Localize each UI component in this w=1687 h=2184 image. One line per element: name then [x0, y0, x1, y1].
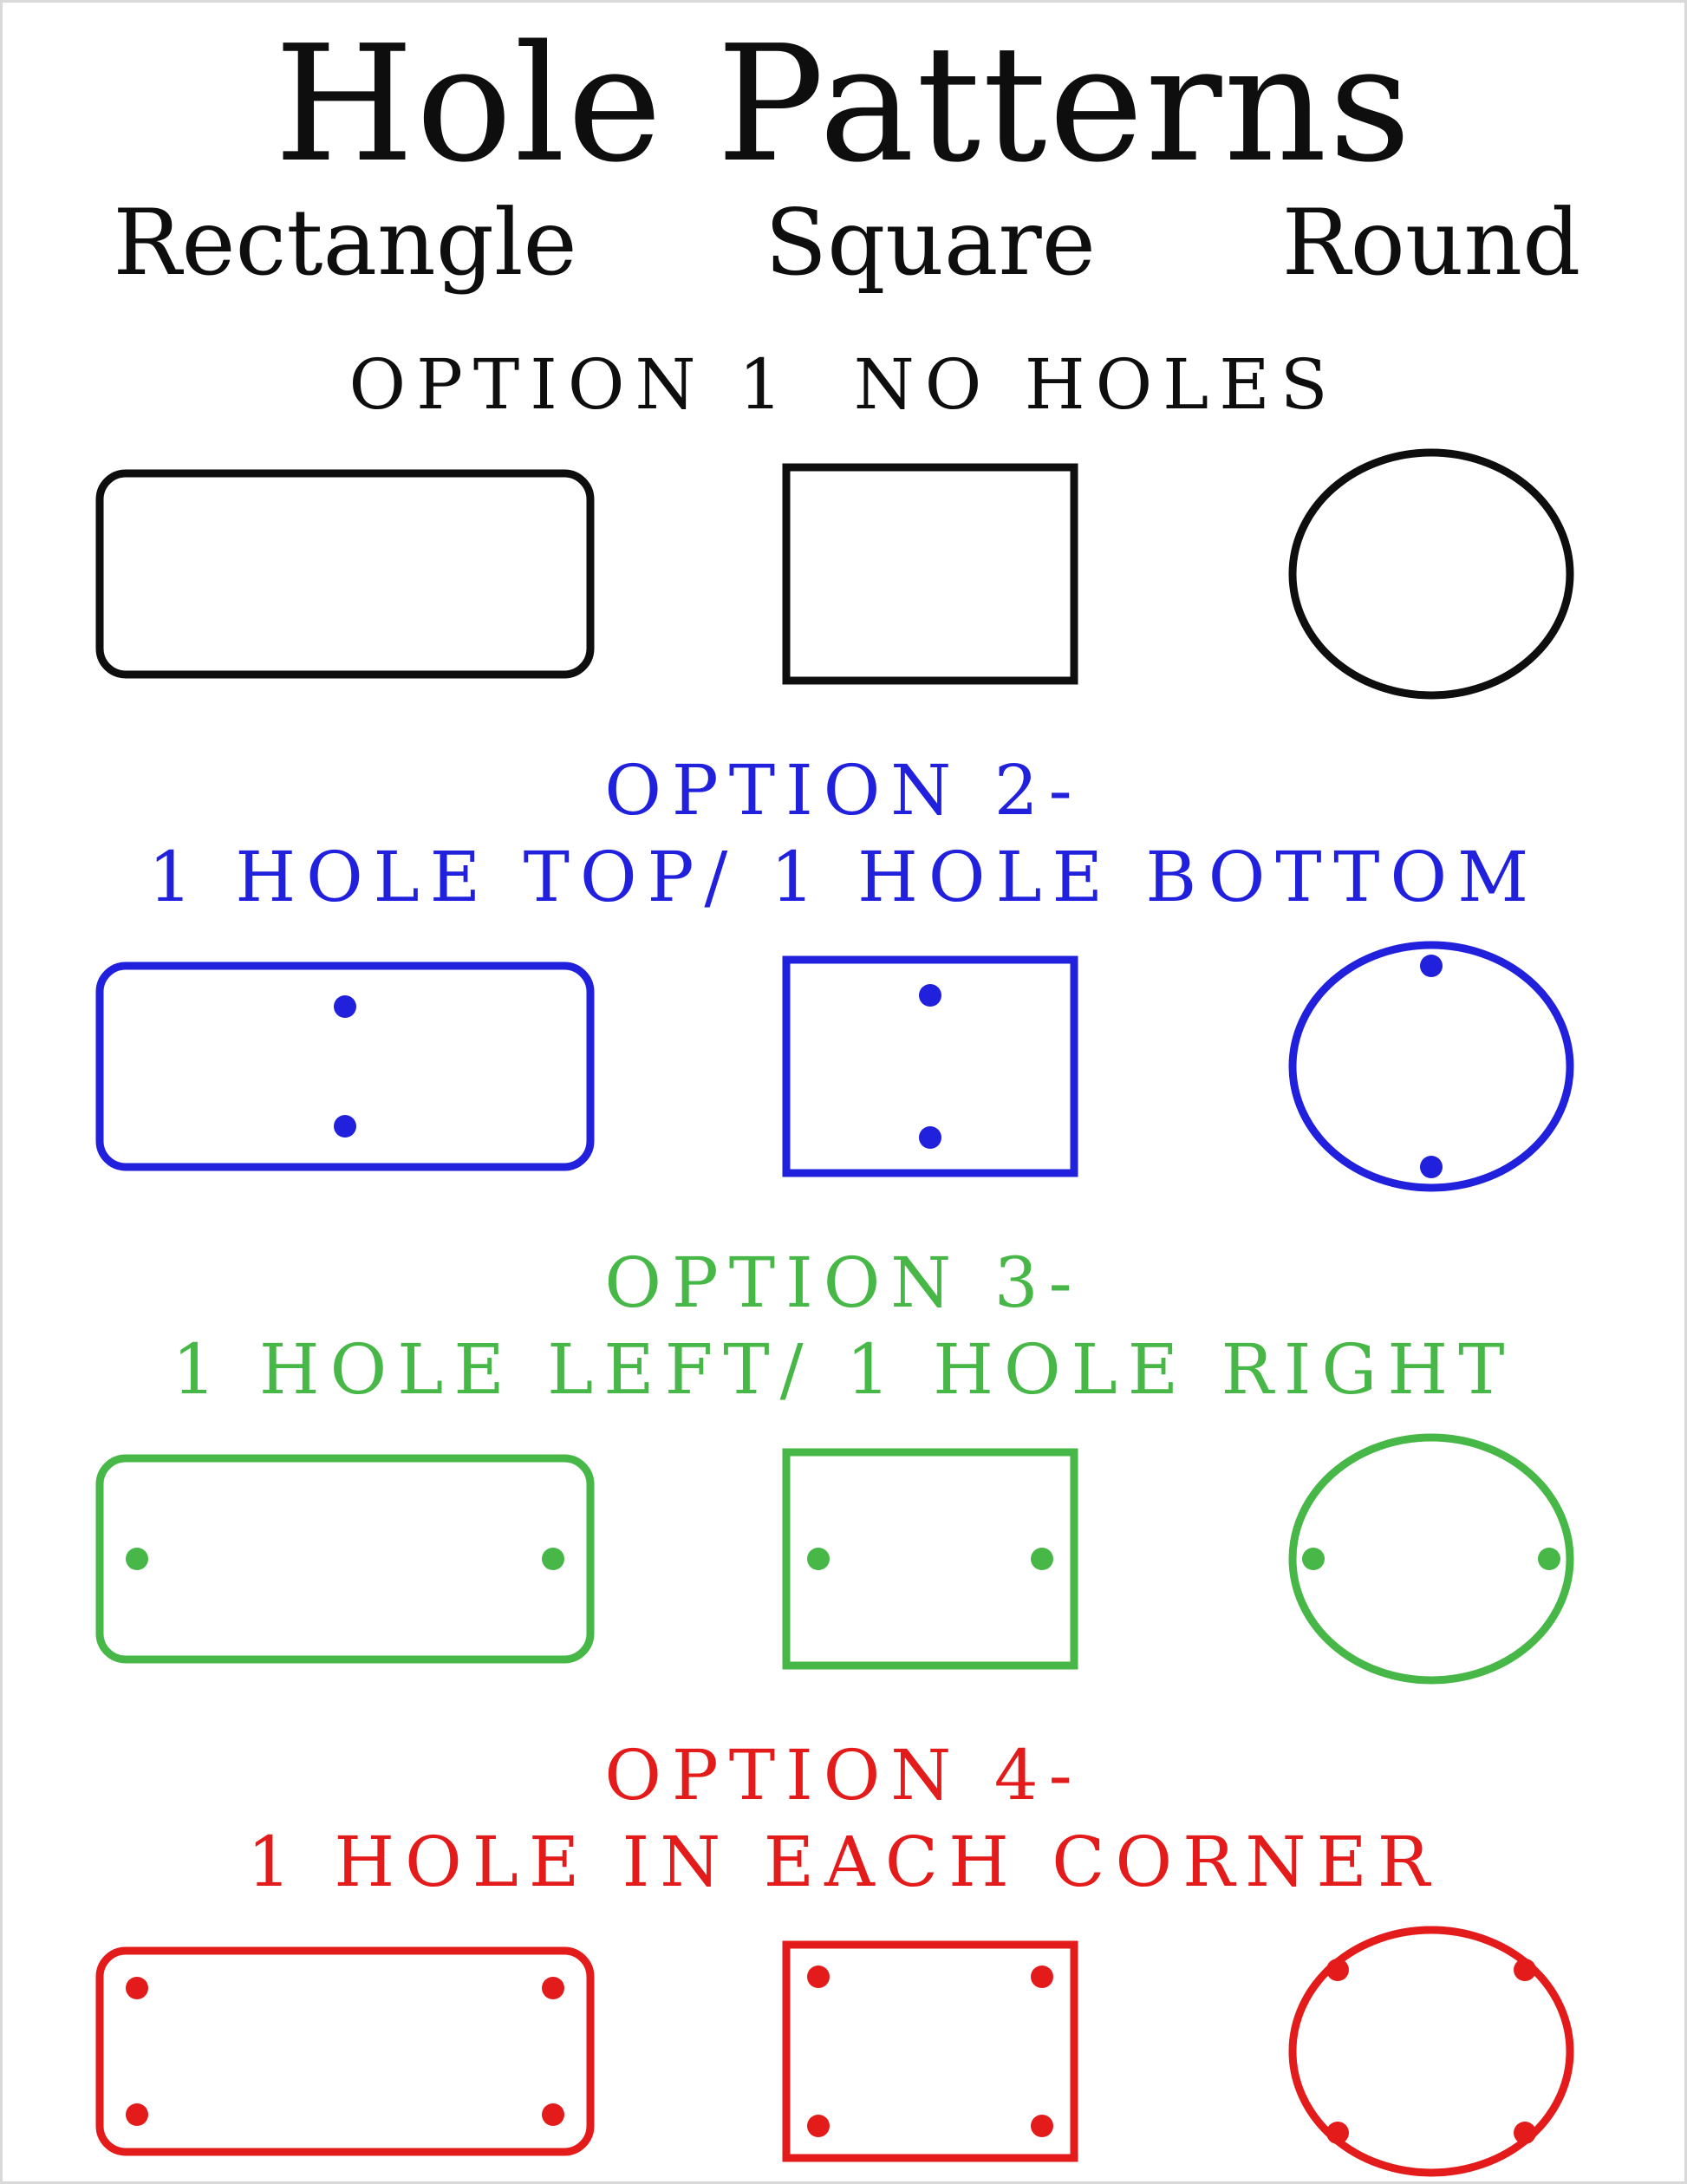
shape-column-headers: Rectangle Square Round [3, 193, 1684, 294]
hole-dot [1538, 1547, 1560, 1570]
square-shape [782, 1940, 1078, 2162]
round-shape [1288, 1926, 1574, 2177]
hole-dot [1420, 1155, 1443, 1178]
hole-dot [807, 1965, 830, 1988]
option2-heading: OPTION 2- [604, 749, 1083, 831]
rectangle-shape [95, 1946, 595, 2156]
hole-dot [334, 1114, 356, 1138]
hole-dot [1420, 954, 1443, 977]
square-outline [782, 1940, 1078, 2162]
hole-dot [126, 1547, 148, 1570]
option4-heading: OPTION 4- [604, 1734, 1083, 1816]
hole-dot [334, 994, 356, 1018]
round-shape [1288, 448, 1574, 700]
round-outline [1288, 448, 1574, 700]
hole-dot [1031, 1547, 1053, 1570]
round-shape [1288, 1433, 1574, 1685]
hole-dot [1326, 2121, 1349, 2144]
round-shape [1288, 941, 1574, 1192]
option3-subheading: 1 HOLE LEFT/ 1 HOLE RIGHT [172, 1328, 1515, 1410]
hole-dot [807, 1547, 830, 1570]
square-outline [782, 955, 1078, 1177]
option1-section: OPTION 1 NO HOLES [3, 342, 1684, 704]
column-header-rectangle: Rectangle [113, 190, 577, 297]
hole-dot [542, 1547, 564, 1570]
option1-heading: OPTION 1 NO HOLES [3, 342, 1684, 428]
option4-shape-row [3, 1921, 1684, 2181]
rectangle-shape [95, 962, 595, 1171]
round-outline [1288, 1926, 1574, 2177]
round-outline [1288, 1433, 1574, 1685]
round-outline [1288, 941, 1574, 1192]
hole-dot [1326, 1958, 1349, 1981]
page-title: Hole Patterns [274, 10, 1413, 198]
option3-heading: OPTION 3- [604, 1242, 1083, 1323]
option1-heading-label: OPTION 1 [348, 343, 793, 425]
option2-subheading: 1 HOLE TOP/ 1 HOLE BOTTOM [148, 836, 1539, 917]
column-header-round: Round [1281, 190, 1581, 297]
rectangle-outline [95, 962, 595, 1171]
hole-dot [542, 2103, 564, 2126]
option4-subheading: 1 HOLE IN EACH CORNER [247, 1821, 1440, 1902]
option3-shape-row [3, 1429, 1684, 1689]
rectangle-shape [95, 1454, 595, 1664]
option1-shape-row [3, 444, 1684, 704]
square-shape [782, 1448, 1078, 1670]
column-header-square: Square [765, 190, 1096, 297]
rectangle-outline [95, 469, 595, 679]
hole-dot [1302, 1547, 1325, 1570]
option4-section: OPTION 4- 1 HOLE IN EACH CORNER [3, 1732, 1684, 2181]
hole-dot [1031, 2114, 1053, 2137]
square-outline [782, 1448, 1078, 1670]
hole-dot [1514, 1958, 1536, 1981]
rectangle-outline [95, 1454, 595, 1664]
hole-dot [1514, 2121, 1536, 2144]
option1-heading-sub: NO HOLES [853, 343, 1339, 425]
rectangle-outline [95, 1946, 595, 2156]
hole-dot [126, 1976, 148, 1999]
option2-section: OPTION 2- 1 HOLE TOP/ 1 HOLE BOTTOM [3, 747, 1684, 1196]
rectangle-shape [95, 469, 595, 679]
hole-dot [919, 1125, 941, 1149]
hole-dot [126, 2103, 148, 2126]
square-shape [782, 955, 1078, 1177]
option3-section: OPTION 3- 1 HOLE LEFT/ 1 HOLE RIGHT [3, 1240, 1684, 1689]
hole-dot [542, 1976, 564, 1999]
hole-dot [1031, 1965, 1053, 1988]
hole-dot [807, 2114, 830, 2137]
option2-shape-row [3, 936, 1684, 1196]
hole-dot [919, 983, 941, 1007]
square-shape [782, 463, 1078, 685]
square-outline [782, 463, 1078, 685]
